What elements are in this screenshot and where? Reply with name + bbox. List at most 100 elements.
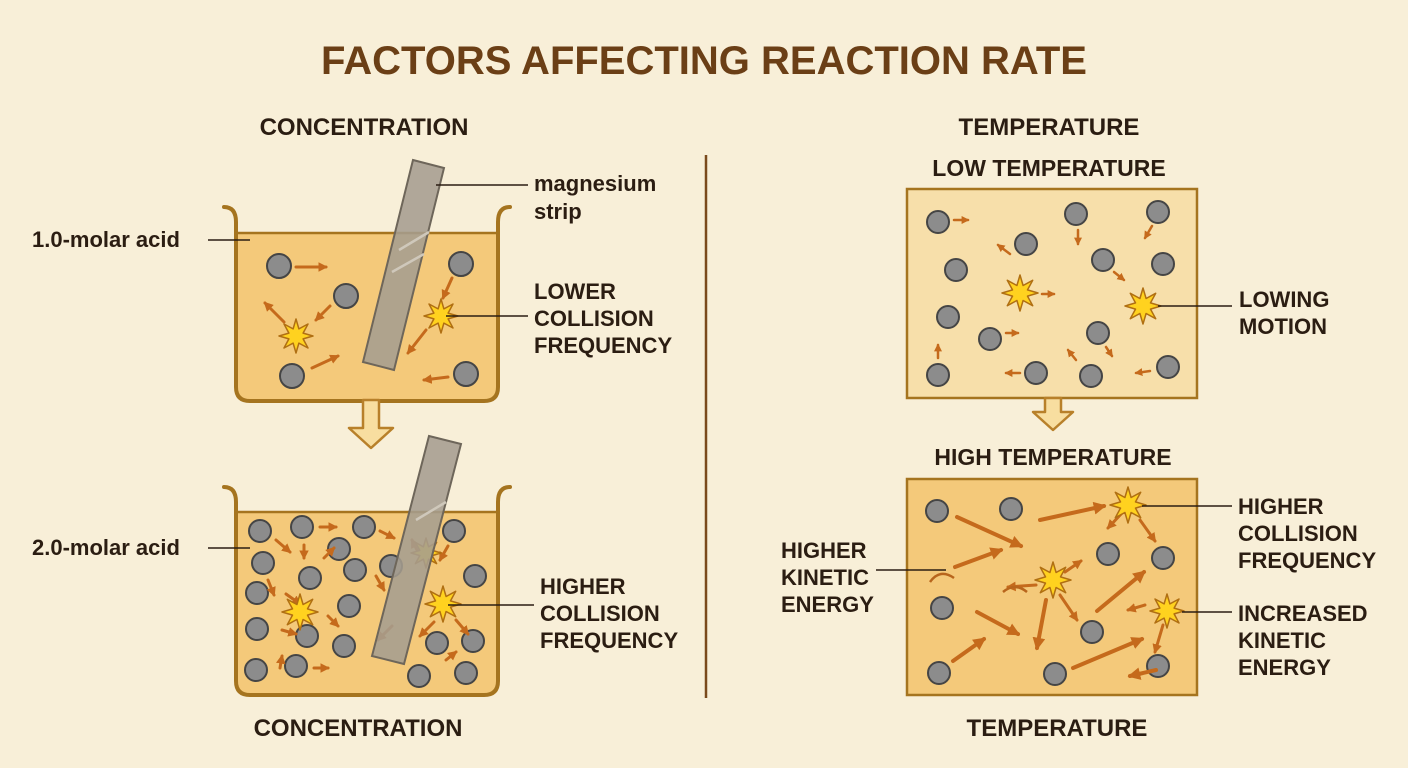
motion-arrow [441, 276, 454, 300]
molecule [284, 654, 308, 678]
molecule [1024, 361, 1048, 385]
molecule [337, 594, 361, 618]
molecule [925, 499, 949, 523]
motion-arrow [444, 650, 458, 662]
motion-arrow [1038, 501, 1107, 522]
higher-collision-label-left: HIGHER COLLISION FREQUENCY [540, 574, 678, 653]
motion-arrow [996, 243, 1012, 256]
acid-label-2-molar: 2.0-molar acid [32, 535, 180, 560]
molecule [1091, 248, 1115, 272]
molecule [1151, 252, 1175, 276]
high-temperature-heading: HIGH TEMPERATURE [934, 444, 1171, 470]
molecule [266, 253, 292, 279]
concentration-footer: CONCENTRATION [254, 715, 463, 742]
motion-arrow [1112, 270, 1126, 282]
molecule [453, 361, 479, 387]
motion-arrow [322, 546, 336, 560]
collision-spark-icon [278, 318, 314, 354]
motion-arrow [266, 578, 276, 597]
diagram-title: FACTORS AFFECTING REACTION RATE [321, 39, 1087, 83]
molecule [1146, 654, 1170, 678]
higher-kinetic-energy-label: HIGHER KINETIC ENERGY [781, 538, 875, 617]
collision-spark-icon [1001, 274, 1039, 312]
motion-arrow [1095, 570, 1146, 613]
motion-arrow [1058, 593, 1079, 622]
motion-arrow [1138, 518, 1157, 543]
molecule [290, 515, 314, 539]
molecule [1064, 202, 1088, 226]
molecule [1146, 200, 1170, 224]
top-magnesium-strip [361, 158, 446, 372]
molecule [448, 251, 474, 277]
motion-arrow [1063, 559, 1083, 574]
concentration-heading: CONCENTRATION [260, 114, 469, 141]
lower-collision-label: LOWER COLLISION FREQUENCY [534, 279, 672, 358]
molecule [245, 617, 269, 641]
molecule [1086, 321, 1110, 345]
high-temperature-molecules [925, 486, 1185, 686]
molecule [927, 661, 951, 685]
motion-arrow [326, 614, 340, 628]
motion-arrow [276, 654, 286, 670]
motion-arrow [378, 529, 396, 540]
temperature-footer: TEMPERATURE [967, 715, 1148, 742]
motion-arrow [422, 374, 450, 384]
motion-arrow [1134, 368, 1152, 377]
molecule [930, 596, 954, 620]
motion-arrow [310, 354, 340, 370]
motion-arrow [1152, 623, 1165, 654]
acid-label-1-molar: 1.0-molar acid [32, 227, 180, 252]
motion-arrow [374, 574, 386, 592]
motion-arrow [955, 515, 1024, 548]
molecule [1096, 542, 1120, 566]
molecule [1080, 620, 1104, 644]
motion-arrow [1104, 345, 1114, 358]
collision-spark-icon [423, 298, 459, 334]
collision-spark-icon [1109, 486, 1147, 524]
temperature-down-arrow [1031, 396, 1075, 432]
motion-arrow [1143, 224, 1154, 240]
molecule [1014, 232, 1038, 256]
molecule [244, 658, 268, 682]
molecule [245, 581, 269, 605]
molecule [332, 634, 356, 658]
molecule [999, 497, 1023, 521]
collision-spark-icon [1034, 561, 1072, 599]
molecule [1079, 364, 1103, 388]
molecule [461, 629, 485, 653]
magnesium-strip-label: magnesium strip [534, 171, 662, 224]
motion-arrow [454, 618, 470, 636]
motion-arrow [314, 304, 332, 322]
motion-arrow [1066, 348, 1078, 362]
molecule [343, 558, 367, 582]
molecule [333, 283, 359, 309]
low-temperature-heading: LOW TEMPERATURE [932, 155, 1165, 181]
molecule [978, 327, 1002, 351]
molecule [454, 661, 478, 685]
molecule [298, 566, 322, 590]
molecule [442, 519, 466, 543]
collision-spark-icon [281, 593, 319, 631]
collision-spark-icon [1124, 287, 1162, 325]
molecule [251, 551, 275, 575]
motion-arrow [406, 328, 428, 355]
molecule [279, 363, 305, 389]
increased-kinetic-energy-label: INCREASED KINETIC ENERGY [1238, 601, 1374, 680]
top-beaker-molecules [263, 251, 479, 389]
collision-spark-icon [1149, 593, 1185, 629]
motion-trail [928, 572, 955, 583]
molecule [248, 519, 272, 543]
motion-arrow [418, 620, 436, 638]
motion-arrow [1032, 598, 1048, 651]
motion-trail [1002, 585, 1028, 593]
molecule [1151, 546, 1175, 570]
molecule [425, 631, 449, 655]
motion-arrow [951, 637, 987, 663]
motion-arrow [1127, 667, 1158, 680]
motion-arrow [975, 610, 1021, 636]
low-temperature-molecules [926, 200, 1180, 388]
molecule [926, 363, 950, 387]
motion-arrow [1071, 637, 1145, 670]
higher-collision-label-right: HIGHER COLLISION FREQUENCY [1238, 494, 1376, 573]
